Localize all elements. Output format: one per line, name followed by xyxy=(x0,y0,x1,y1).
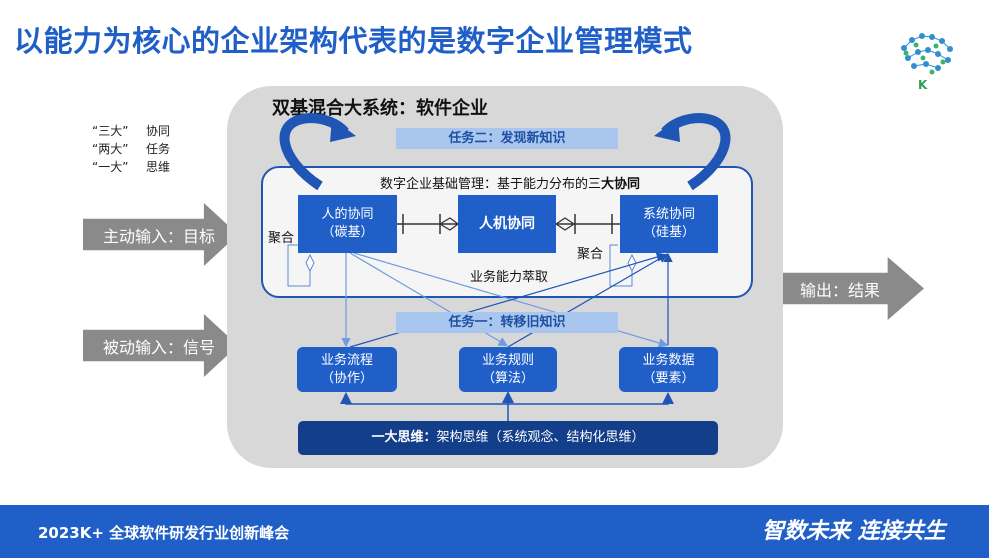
task-one-bar: 任务一：转移旧知识 xyxy=(396,312,618,333)
active-input-arrow: 主动输入：目标 xyxy=(83,203,238,266)
diamond-cap xyxy=(554,217,576,231)
logo-letter: K xyxy=(918,78,928,92)
bracket-right xyxy=(609,244,633,287)
legend-quote: “三大” xyxy=(92,124,129,138)
business-process-box: 业务流程 （协作） xyxy=(297,347,397,392)
footer-bar xyxy=(0,505,989,558)
output-label: 输出：结果 xyxy=(800,280,881,300)
human-collab-box: 人的协同 （碳基） xyxy=(298,195,397,253)
business-rule-line2: （算法） xyxy=(481,370,534,386)
task-two-bar: 任务二：发现新知识 xyxy=(396,128,618,149)
business-rule-box: 业务规则 （算法） xyxy=(459,347,557,392)
diamond-left xyxy=(305,253,315,273)
business-process-line2: （协作） xyxy=(320,370,373,386)
passive-input-label: 被动输入：信号 xyxy=(103,337,216,357)
footer-event-name: 2023K+ 全球软件研发行业创新峰会 xyxy=(38,524,290,542)
hm-collab-label: 人机协同 xyxy=(479,216,535,232)
bracket-left xyxy=(287,244,311,287)
thinking-bold: 一大思维： xyxy=(371,430,437,445)
system-collab-box: 系统协同 （硅基） xyxy=(620,195,718,253)
right-curved-arrowhead xyxy=(654,118,680,142)
foundation-label: 数字企业基础管理：基于能力分布的三大协同 xyxy=(350,173,670,192)
business-rule-line1: 业务规则 xyxy=(481,352,534,368)
active-input-label: 主动输入：目标 xyxy=(103,226,216,246)
system-title: 双基混合大系统：软件企业 xyxy=(272,98,488,119)
link xyxy=(508,392,674,405)
thinking-rest: 架构思维（系统观念、结构化思维） xyxy=(436,430,645,445)
link xyxy=(340,392,508,405)
business-data-line1: 业务数据 xyxy=(642,352,695,368)
output-arrow: 输出：结果 xyxy=(766,257,924,320)
diamond-right xyxy=(627,253,637,273)
system-collab-line2: （硅基） xyxy=(642,225,695,240)
brain-logo-icon xyxy=(892,28,962,98)
aggregate-label-left: 聚合 xyxy=(268,231,295,246)
passive-input-arrow: 被动输入：信号 xyxy=(83,314,238,377)
legend-word: 任务 xyxy=(146,142,171,156)
foundation-label-prefix: 数字企业基础管理：基于能力分布的三 xyxy=(379,177,601,192)
human-collab-line2: （碳基） xyxy=(321,225,374,240)
legend-word: 协同 xyxy=(146,124,171,138)
human-machine-collab-box: 人机协同 xyxy=(458,195,556,253)
aggregate-label-right: 聚合 xyxy=(577,247,604,262)
legend-quote: “一大” xyxy=(92,160,129,174)
footer-slogan: 智数未来 连接共生 xyxy=(762,518,946,544)
capability-extract-label: 业务能力萃取 xyxy=(470,270,549,285)
human-collab-line1: 人的协同 xyxy=(321,207,374,222)
architecture-thinking-bar: 一大思维：架构思维（系统观念、结构化思维） xyxy=(298,421,718,455)
system-collab-line1: 系统协同 xyxy=(642,207,695,222)
foundation-label-bold: 大协同 xyxy=(601,177,641,192)
legend-row: “三大” 协同 xyxy=(92,122,170,140)
left-curved-arrowhead xyxy=(330,118,356,142)
business-data-line2: （要素） xyxy=(642,370,695,386)
business-process-line1: 业务流程 xyxy=(320,352,373,368)
legend: “三大” 协同 “两大” 任务 “一大” 思维 xyxy=(92,122,170,176)
legend-quote: “两大” xyxy=(92,142,129,156)
legend-word: 思维 xyxy=(146,160,171,174)
legend-row: “一大” 思维 xyxy=(92,158,170,176)
page-title: 以能力为核心的企业架构代表的是数字企业管理模式 xyxy=(14,24,693,58)
business-data-box: 业务数据 （要素） xyxy=(619,347,718,392)
legend-row: “两大” 任务 xyxy=(92,140,170,158)
